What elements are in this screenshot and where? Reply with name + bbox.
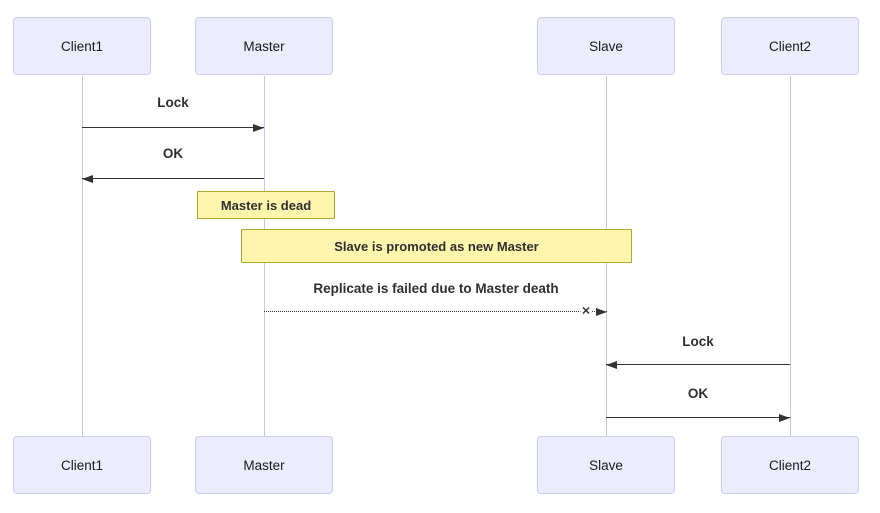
note-master-is-dead: Master is dead bbox=[197, 191, 335, 219]
lifeline-client1 bbox=[82, 76, 83, 436]
actor-top-master: Master bbox=[195, 17, 333, 75]
actor-top-client1: Client1 bbox=[13, 17, 151, 75]
message-arrow-replicate-failed bbox=[264, 308, 607, 316]
message-label-lock-2: Lock bbox=[682, 334, 714, 349]
lifeline-client2 bbox=[790, 76, 791, 436]
message-label-lock-1: Lock bbox=[157, 95, 189, 110]
message-arrow-ok-1 bbox=[82, 175, 264, 183]
actor-label: Client1 bbox=[60, 457, 104, 473]
actor-label: Slave bbox=[589, 457, 623, 473]
note-slave-promoted: Slave is promoted as new Master bbox=[241, 229, 632, 263]
actor-label: Client2 bbox=[768, 457, 812, 473]
message-label-replicate-failed: Replicate is failed due to Master death bbox=[313, 281, 559, 296]
actor-bottom-client1: Client1 bbox=[13, 436, 151, 494]
actor-top-slave: Slave bbox=[537, 17, 675, 75]
message-label-ok-2: OK bbox=[687, 386, 709, 401]
actor-bottom-master: Master bbox=[195, 436, 333, 494]
message-arrow-lock-2 bbox=[606, 361, 790, 369]
message-label-ok-1: OK bbox=[162, 146, 184, 161]
actor-label: Client1 bbox=[60, 38, 104, 54]
message-arrow-lock-1 bbox=[82, 124, 264, 132]
message-failed-x-icon: ✕ bbox=[580, 305, 592, 318]
actor-label: Slave bbox=[589, 38, 623, 54]
actor-label: Master bbox=[243, 38, 285, 54]
actor-bottom-slave: Slave bbox=[537, 436, 675, 494]
actor-label: Master bbox=[243, 457, 285, 473]
actor-bottom-client2: Client2 bbox=[721, 436, 859, 494]
message-arrow-ok-2 bbox=[606, 414, 790, 422]
note-label: Master is dead bbox=[220, 197, 312, 213]
actor-label: Client2 bbox=[768, 38, 812, 54]
actor-top-client2: Client2 bbox=[721, 17, 859, 75]
note-label: Slave is promoted as new Master bbox=[334, 238, 539, 254]
